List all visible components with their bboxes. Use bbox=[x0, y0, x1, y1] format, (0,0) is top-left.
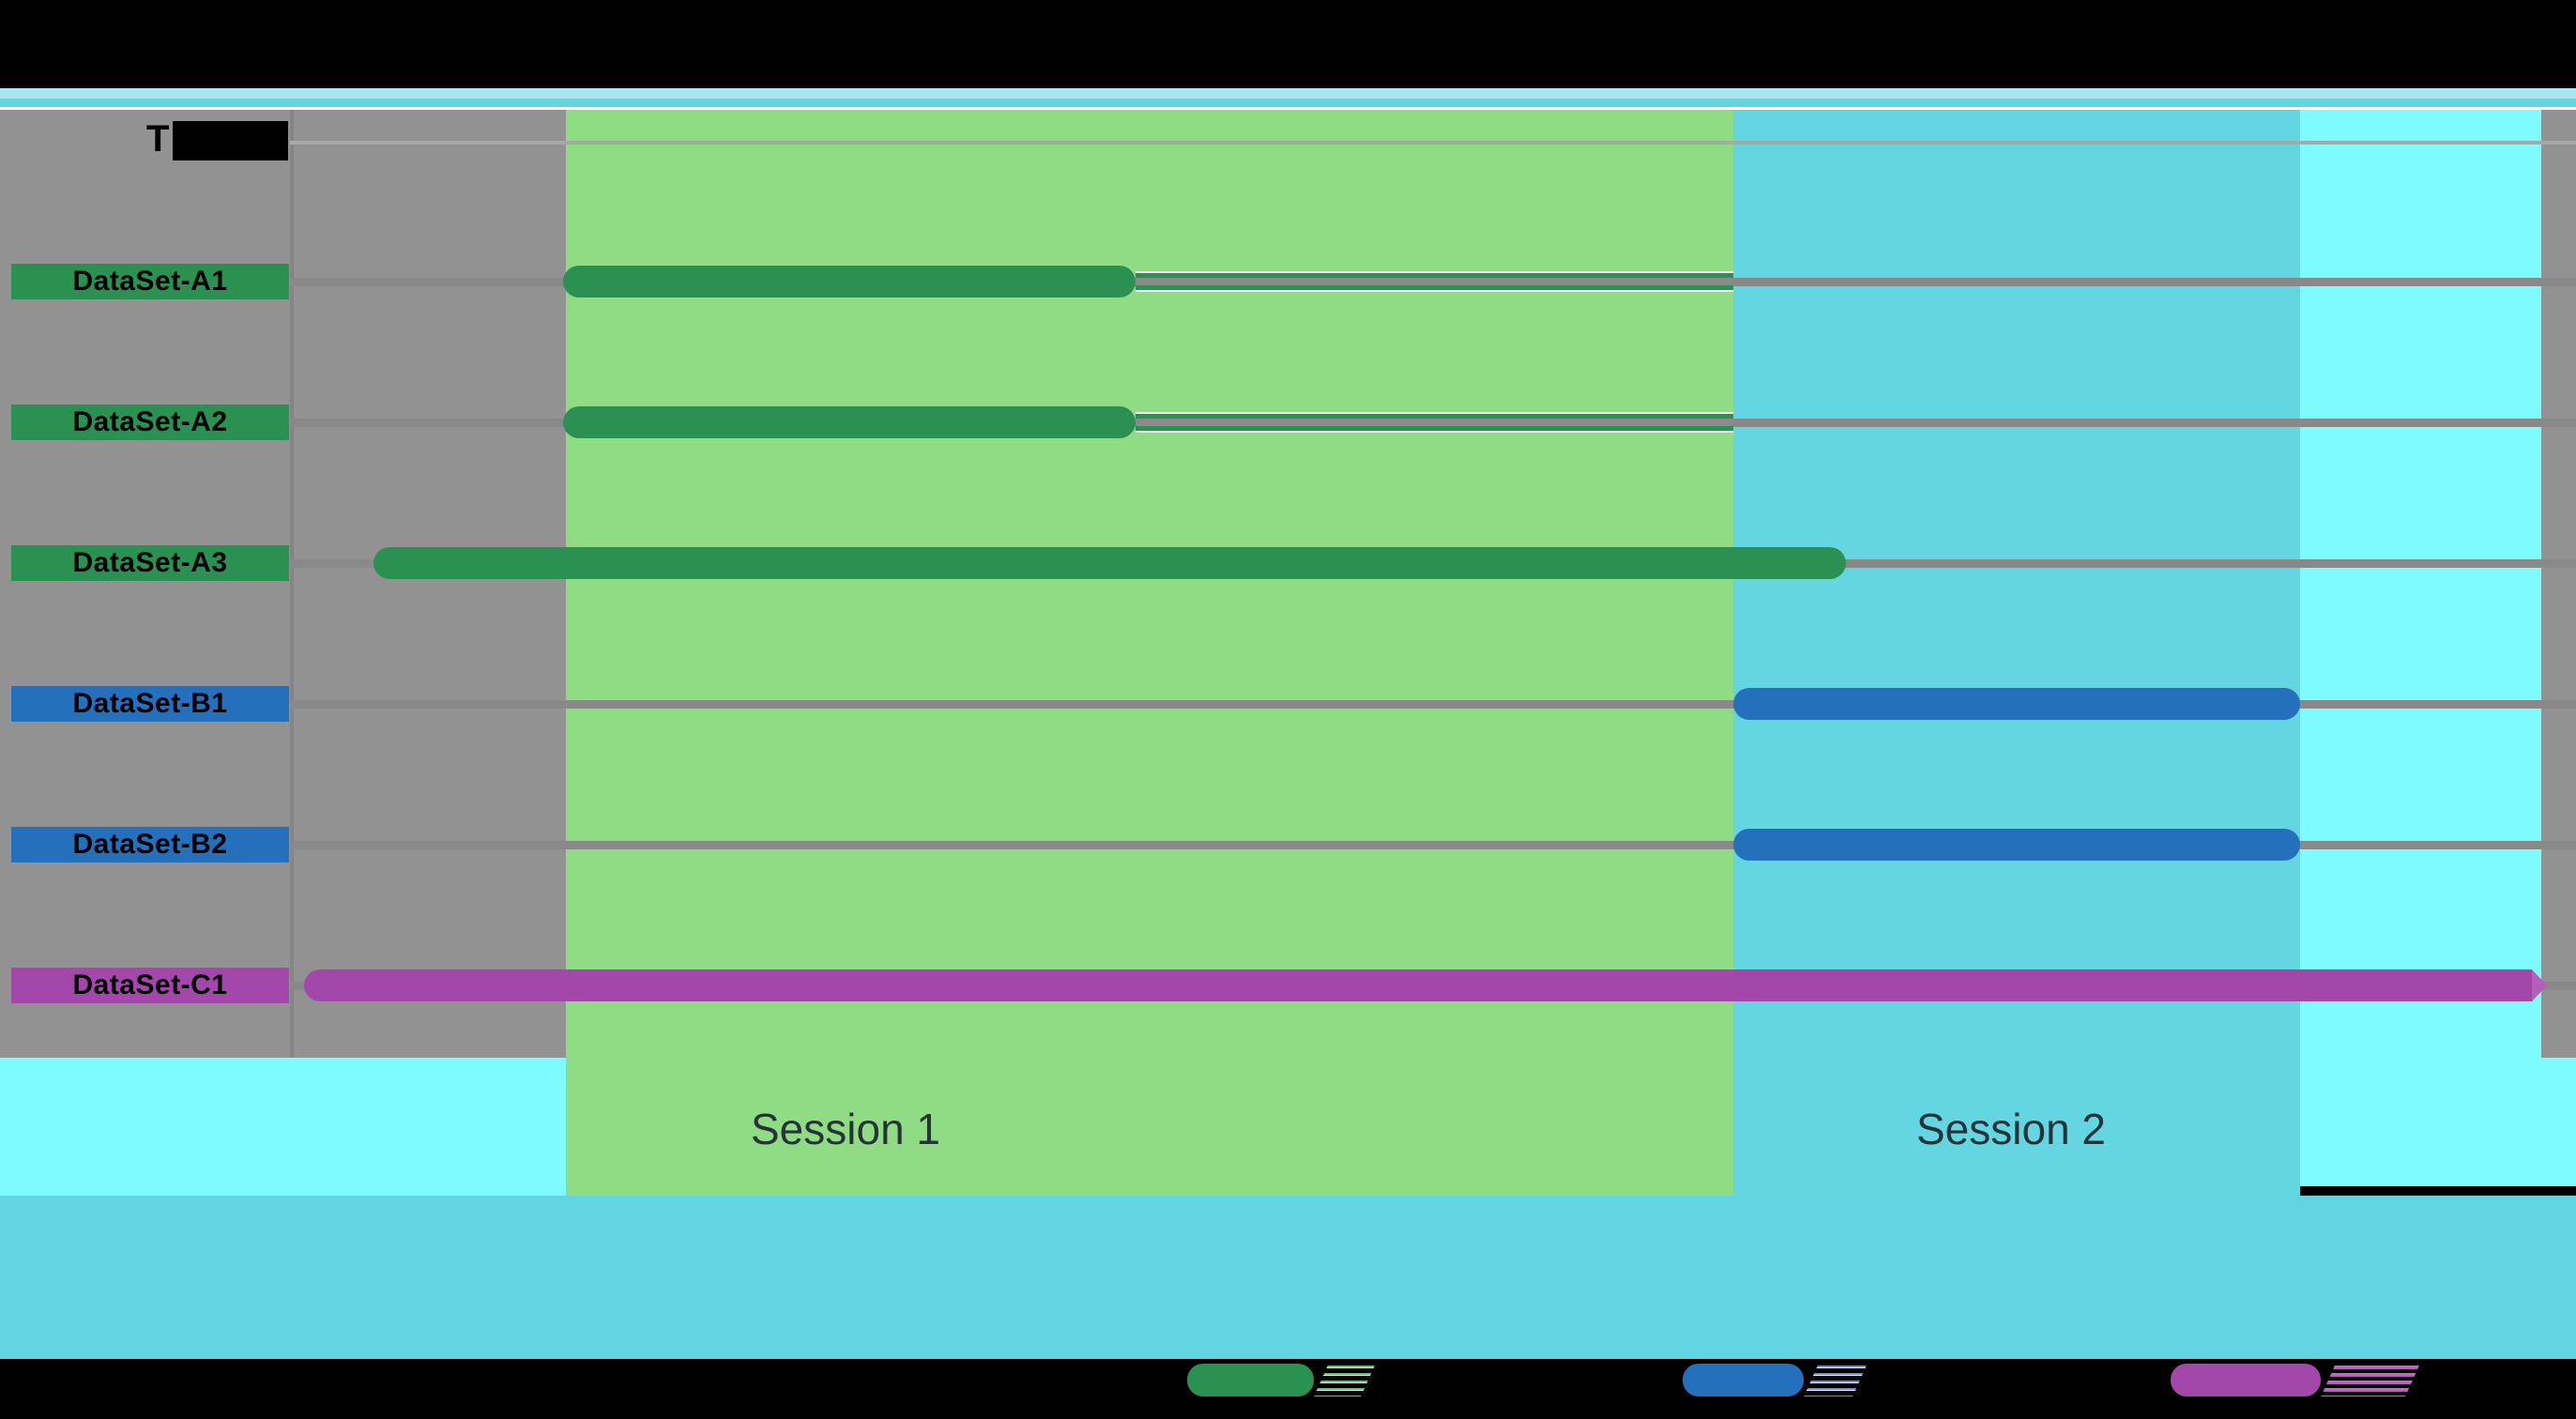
row-label-dataset-a2: DataSet-A2 bbox=[11, 404, 289, 440]
top-black-bar bbox=[0, 0, 2576, 88]
row-label-text: DataSet-A3 bbox=[72, 547, 228, 578]
top-strip-hairline bbox=[0, 107, 2576, 110]
axis-vertical-line bbox=[290, 110, 294, 1058]
top-strip-deep bbox=[0, 99, 2576, 107]
axis-header-label: T bbox=[146, 118, 170, 160]
row-label-text: DataSet-C1 bbox=[72, 969, 228, 1000]
session1-label: Session 1 bbox=[751, 1105, 941, 1153]
gantt-bar-dataset-a3 bbox=[373, 547, 1846, 579]
legend-swatch-group-c[interactable] bbox=[2171, 1364, 2321, 1396]
bottom-cyan-strip bbox=[0, 1196, 2576, 1359]
row-label-text: DataSet-B2 bbox=[72, 829, 228, 860]
row-label-dataset-a1: DataSet-A1 bbox=[11, 264, 289, 299]
bar-track-row-1 bbox=[1136, 271, 1733, 292]
legend-swatch-group-b[interactable] bbox=[1683, 1364, 1804, 1396]
gantt-bar-dataset-b2 bbox=[1733, 829, 2300, 861]
row-label-text: DataSet-A2 bbox=[72, 406, 228, 437]
bar-track-row-2 bbox=[1136, 412, 1733, 433]
gridline-row-4 bbox=[290, 700, 2576, 709]
gantt-bar-dataset-a1 bbox=[563, 266, 1136, 298]
legend-swatch-group-a[interactable] bbox=[1187, 1364, 1314, 1396]
gridline-row-5 bbox=[290, 841, 2576, 849]
gantt-bar-dataset-c1 bbox=[304, 969, 2532, 1001]
session2-band bbox=[1733, 110, 2300, 1196]
top-strip-light bbox=[0, 88, 2576, 99]
right-bright-band bbox=[2300, 110, 2576, 1186]
row-label-dataset-c1: DataSet-C1 bbox=[11, 968, 289, 1003]
gantt-bar-dataset-b1 bbox=[1733, 688, 2300, 720]
row-label-dataset-b2: DataSet-B2 bbox=[11, 827, 289, 862]
legend-label-artifact-group-c bbox=[2321, 1364, 2420, 1396]
gridline-header bbox=[290, 141, 2576, 145]
session2-label: Session 2 bbox=[1916, 1105, 2107, 1153]
right-gray-margin bbox=[2541, 110, 2576, 1058]
bottom-left-bright-band bbox=[0, 1058, 566, 1196]
row-label-dataset-b1: DataSet-B1 bbox=[11, 686, 289, 722]
axis-header-redaction-box bbox=[173, 121, 288, 160]
row-label-text: DataSet-A1 bbox=[72, 266, 228, 297]
gantt-bar-dataset-c1-arrow bbox=[2532, 969, 2547, 1001]
row-label-text: DataSet-B1 bbox=[72, 688, 228, 719]
gantt-bar-dataset-a2 bbox=[563, 406, 1136, 438]
row-label-dataset-a3: DataSet-A3 bbox=[11, 545, 289, 581]
